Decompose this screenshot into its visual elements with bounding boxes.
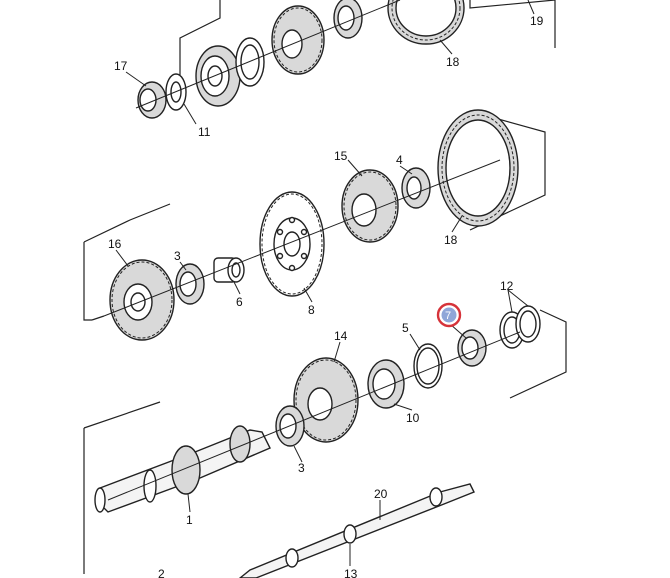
leader-3b: [293, 445, 303, 463]
callout-14: 14: [334, 329, 348, 343]
callout-13: 13: [344, 567, 358, 578]
part-15-gear: [341, 169, 399, 243]
callout-3-middle: 3: [174, 249, 181, 263]
leader-10: [393, 403, 413, 411]
part-6-bushing: [213, 257, 245, 283]
callout-11: 11: [198, 125, 211, 139]
part-16-gear: [109, 259, 175, 341]
panel-top-outline: [179, 0, 221, 75]
panel-middle-outline: [83, 242, 92, 321]
part-5-thin-ring: [413, 343, 443, 389]
callout-1: 1: [186, 513, 193, 527]
callout-8: 8: [308, 303, 315, 317]
part-20-shift-rod: [238, 483, 475, 578]
callout-3-lower: 3: [298, 461, 305, 475]
callout-4: 4: [396, 153, 403, 167]
leader-12: [507, 289, 513, 313]
part-17-small-bearing: [137, 81, 167, 119]
leader-6: [233, 281, 241, 295]
leader-15: [347, 159, 363, 177]
part-thin-washer: [235, 37, 265, 87]
panel-top-right-outline: [469, 0, 556, 9]
leader-19: [527, 0, 535, 15]
callout-18-middle: 18: [444, 233, 458, 247]
part-bearing-cone: [195, 45, 241, 107]
callout-20: 20: [374, 487, 388, 501]
callout-5: 5: [402, 321, 409, 335]
part-top-gear: [271, 5, 325, 75]
callout-7-highlight[interactable]: 7: [436, 302, 462, 328]
part-18-synchro-ring-middle: [437, 109, 519, 227]
leader-18b: [451, 215, 463, 233]
middle-axis-line: [103, 159, 501, 317]
part-12-snap-rings: [499, 305, 541, 349]
part-top-needle-bearing: [333, 0, 363, 39]
leader-4: [399, 165, 413, 175]
callout-15: 15: [334, 149, 348, 163]
callout-10: 10: [406, 411, 420, 425]
callout-18-top: 18: [446, 55, 460, 69]
lower-axis-line: [107, 331, 521, 501]
leader-1: [187, 493, 191, 513]
part-3-needle-bearing-middle: [175, 263, 205, 305]
callout-6: 6: [236, 295, 243, 309]
leader-14: [333, 341, 341, 363]
callout-19: 19: [530, 14, 544, 28]
panel-lower-top-edge: [83, 401, 161, 429]
part-14-gear: [293, 357, 359, 443]
part-1-main-shaft: [94, 425, 271, 513]
callout-7: 7: [445, 310, 451, 322]
leader-16: [115, 249, 129, 267]
panel-lower-right-edge: [509, 309, 567, 399]
highlight-fill: [441, 307, 457, 323]
callout-16: 16: [108, 237, 122, 251]
callout-12: 12: [500, 279, 514, 293]
leader-8: [303, 287, 313, 303]
leader-17: [125, 71, 147, 87]
leader-11: [183, 103, 197, 125]
callout-17: 17: [114, 59, 128, 73]
part-18-synchro-ring-top: [387, 0, 465, 45]
top-axis-line: [135, 0, 401, 109]
leader-5: [409, 333, 421, 351]
part-10-bearing: [367, 359, 405, 409]
leader-3a: [179, 261, 187, 271]
callout-2: 2: [158, 567, 165, 578]
part-7-bearing: [457, 329, 487, 367]
part-8-gear-disc: [259, 191, 325, 297]
leader-18a: [439, 39, 453, 55]
leader-12b: [507, 289, 529, 307]
panel-middle-bottom-edge: [91, 315, 105, 321]
panel-middle-top-edge: [83, 203, 171, 243]
part-4-hub: [401, 167, 431, 209]
panel-middle-right-edge: [469, 113, 546, 231]
